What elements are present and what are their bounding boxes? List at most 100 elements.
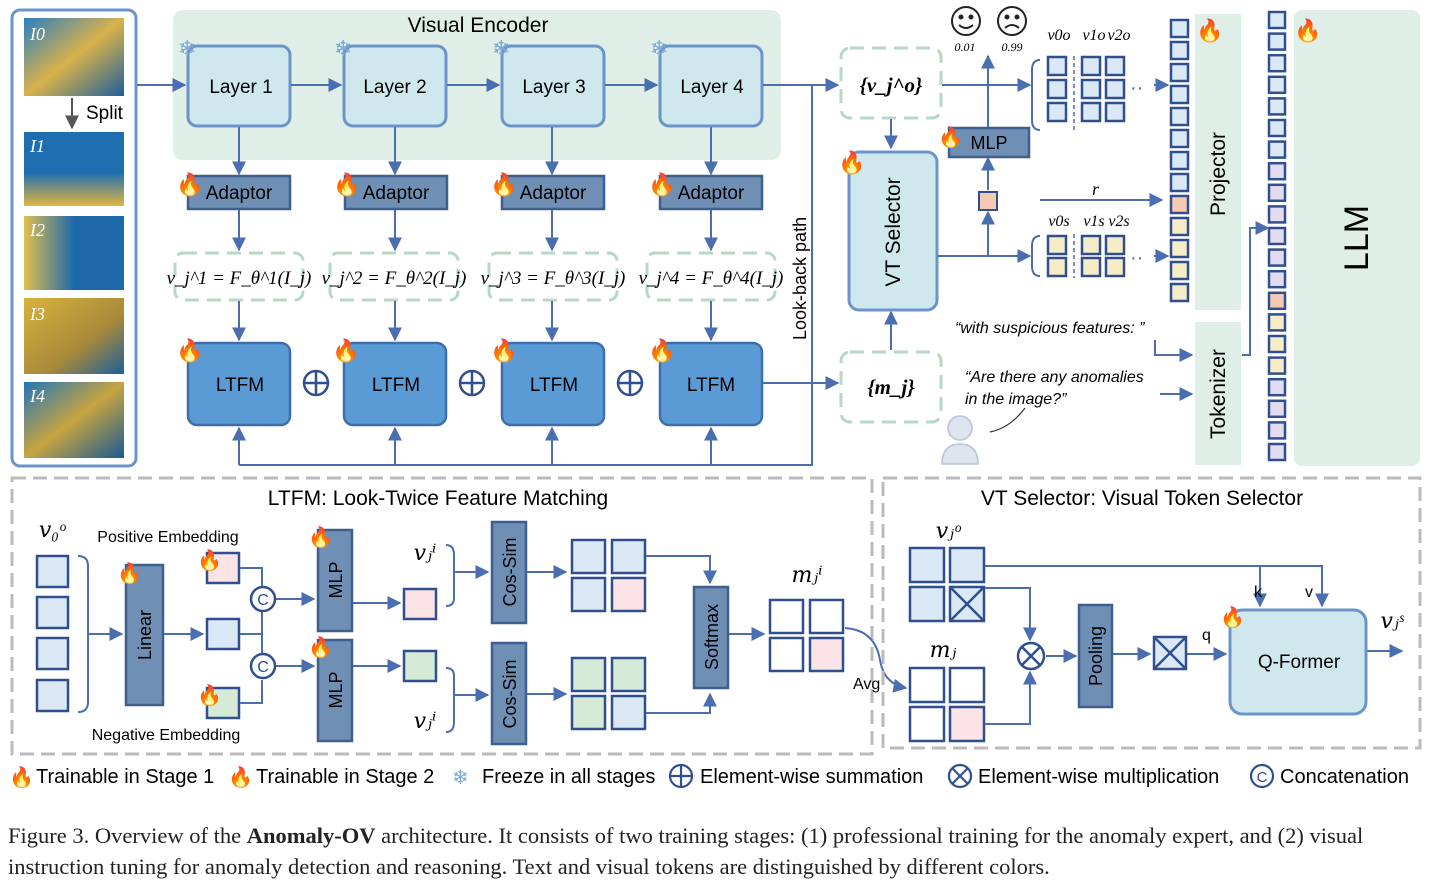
svg-text:MLP: MLP [326, 561, 346, 598]
freeze-icon: ❄ [492, 36, 510, 61]
vo-token [1104, 78, 1126, 100]
llm-label: LLM [1338, 205, 1376, 271]
tokenizer-block [1195, 322, 1241, 465]
vt-selector-block: VT Selector [847, 150, 939, 312]
tokenizer-label: Tokenizer [1207, 349, 1230, 439]
llm-token [1267, 399, 1287, 419]
svg-text:Linear: Linear [135, 610, 155, 660]
flame-stage1-icon: 🔥 [308, 525, 333, 549]
layer-2: Layer 2 [342, 44, 448, 128]
legend-sum: Element-wise summation [700, 766, 923, 788]
k-label: k [1254, 584, 1263, 601]
flame-stage1-icon: 🔥 [176, 338, 203, 363]
projector-token [1169, 238, 1190, 259]
caption-prefix: Figure 3. Overview of the [8, 823, 247, 848]
vo-token-grid: ·· [1031, 55, 1143, 132]
image-label-i4: I4 [29, 386, 45, 406]
freeze-icon: ❄ [178, 36, 196, 61]
avg-label: Avg [853, 676, 880, 693]
mj-label: 𝑚ⱼ [930, 637, 957, 662]
flame-stage1-icon: 🔥 [197, 548, 222, 572]
vs-token [1080, 256, 1102, 278]
llm-token-column [1267, 10, 1287, 462]
llm-token [1267, 334, 1287, 354]
vjo-grid [908, 546, 986, 623]
svg-text:Pooling: Pooling [1086, 626, 1106, 686]
feature-formula-3: v_j^3 = F_θ^3(I_j) [481, 268, 626, 289]
score-token [978, 191, 998, 211]
figure-caption: Figure 3. Overview of the Anomaly-OV arc… [8, 820, 1428, 882]
architecture-diagram: I0 I1 I2 I3 I4 Split Visual Encoder Laye… [9, 6, 1422, 789]
freeze-icon: ❄ [334, 36, 352, 61]
projector-token [1169, 216, 1190, 237]
negative-embedding [205, 686, 241, 720]
caption-rest: architecture. It consists of two trainin… [8, 823, 1364, 879]
svg-text:Cos-Sim: Cos-Sim [500, 659, 520, 728]
vs-token [1046, 256, 1068, 278]
mj-set: {m_j} [867, 375, 915, 399]
vo-token [1080, 55, 1102, 77]
visual-encoder-title: Visual Encoder [408, 14, 549, 37]
llm-token [1267, 377, 1287, 397]
image-label-i2: I2 [29, 220, 45, 240]
svg-text:LTFM: LTFM [372, 375, 420, 396]
ltfm-block-3: LTFM [500, 341, 606, 427]
mlp-block: MLP [947, 126, 1031, 159]
image-label-i3: I3 [29, 304, 45, 324]
vji-bottom-label: 𝑣ⱼⁱ [414, 708, 437, 733]
projector-token [1169, 282, 1190, 303]
llm-block [1294, 10, 1420, 466]
vo-token-label-1: v1o [1082, 27, 1105, 44]
negative-embedding-label: Negative Embedding [92, 727, 241, 744]
vo-token [1104, 55, 1126, 77]
flame-stage1-icon: 🔥 [648, 338, 675, 363]
score-anomaly: 0.99 [1002, 40, 1023, 54]
layer-3: Layer 3 [500, 44, 606, 128]
svg-text:C: C [1257, 769, 1268, 786]
flame-stage1-icon: 🔥 [308, 635, 333, 659]
cossim-bottom: Cos-Sim [490, 641, 528, 746]
svg-text:C: C [257, 659, 269, 676]
image-i4 [24, 382, 124, 458]
concat-icon: C C [249, 585, 277, 680]
svg-text:Layer 3: Layer 3 [522, 77, 585, 98]
image-label-i1: I1 [29, 136, 45, 156]
vs-token [1104, 256, 1126, 278]
flame-stage1-icon: 🔥 [9, 765, 34, 789]
llm-token [1267, 356, 1287, 375]
svg-text:LTFM: LTFM [530, 375, 578, 396]
vo-token [1046, 78, 1068, 100]
llm-token [1267, 248, 1287, 267]
sum-icon [668, 763, 694, 789]
vs-token-label-1: v1s [1083, 213, 1104, 230]
llm-token [1267, 10, 1287, 30]
positive-embedding [205, 551, 241, 585]
adaptor-1: Adaptor [186, 174, 292, 211]
ltfm-mlp-top: MLP [316, 528, 354, 633]
llm-token [1267, 118, 1287, 138]
legend: 🔥 Trainable in Stage 1 🔥 Trainable in St… [9, 763, 1409, 789]
freeze-icon: ❄ [452, 767, 469, 789]
image-label-i0: I0 [29, 24, 45, 44]
flame-stage1-icon: 🔥 [197, 683, 222, 707]
prompt-question-line1: “Are there any anomalies [965, 369, 1144, 386]
vo-token-label-2: v2o [1107, 27, 1130, 44]
vo-token [1046, 101, 1068, 123]
projector-token [1169, 150, 1190, 171]
svg-text:··: ·· [1130, 247, 1143, 269]
q-label: q [1202, 627, 1211, 644]
flame-stage2-icon: 🔥 [1196, 18, 1223, 43]
vs-token-label-0: v0s [1048, 213, 1069, 230]
vs-token-grid: ·· [1031, 234, 1143, 278]
ltfm-panel-title: LTFM: Look-Twice Feature Matching [268, 487, 608, 510]
svg-text:··: ·· [1130, 77, 1143, 99]
flame-stage1-icon: 🔥 [648, 172, 675, 197]
llm-token [1267, 226, 1287, 246]
softmax-block: Softmax [692, 585, 730, 690]
legend-freeze: Freeze in all stages [482, 766, 655, 788]
projector-block [1195, 14, 1241, 310]
ltfm-panel [10, 476, 874, 756]
positive-embedding-label: Positive Embedding [97, 529, 238, 546]
v0o-column [35, 554, 70, 713]
llm-token [1267, 75, 1287, 95]
